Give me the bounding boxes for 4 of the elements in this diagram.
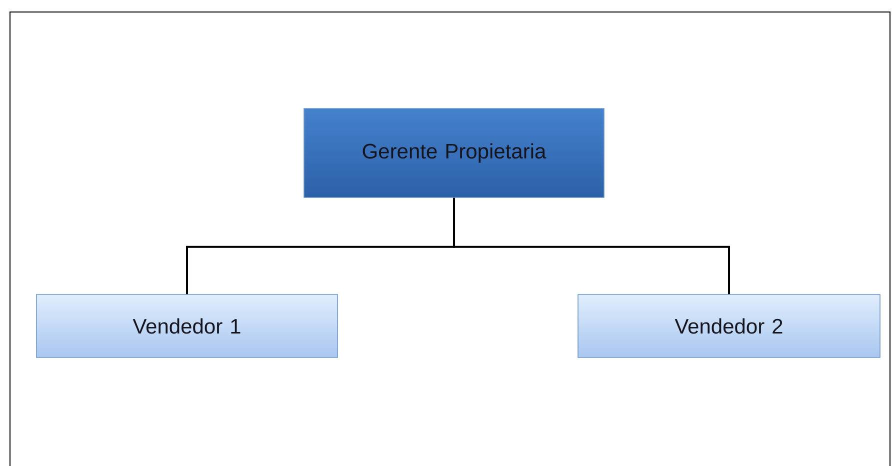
subordinate-box: Vendedor 1 [36,294,338,358]
subordinate-box: Vendedor 2 [578,294,880,358]
top-box: Gerente Propietaria [304,108,604,198]
connector-line [453,198,730,294]
